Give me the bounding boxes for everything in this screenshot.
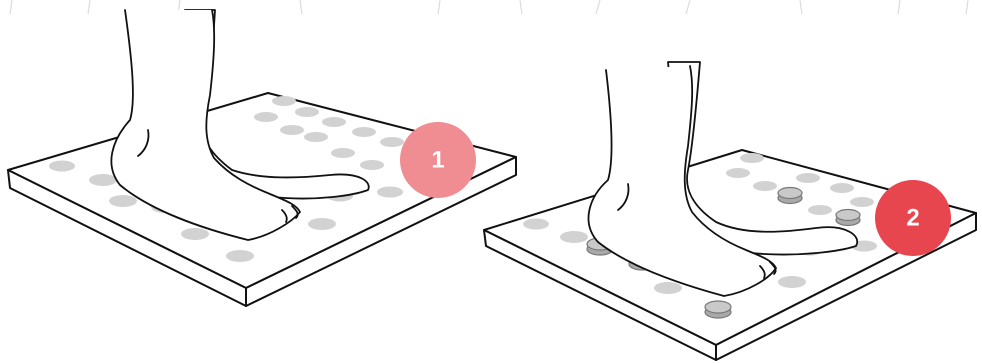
top-edge-strokes xyxy=(9,0,969,15)
feet-1 xyxy=(110,9,370,241)
step-2-number: 2 xyxy=(906,205,919,232)
step-2-panel: 2 xyxy=(483,61,977,361)
feet-2 xyxy=(587,61,859,297)
step-2-badge: 2 xyxy=(875,180,951,256)
raised-node xyxy=(704,300,732,319)
step-1-panel: 1 xyxy=(7,9,517,307)
raised-node xyxy=(835,208,861,227)
step-1-number: 1 xyxy=(431,147,444,174)
raised-node xyxy=(777,186,803,205)
mat-2-dots xyxy=(523,153,877,294)
step-1-badge: 1 xyxy=(400,122,476,198)
